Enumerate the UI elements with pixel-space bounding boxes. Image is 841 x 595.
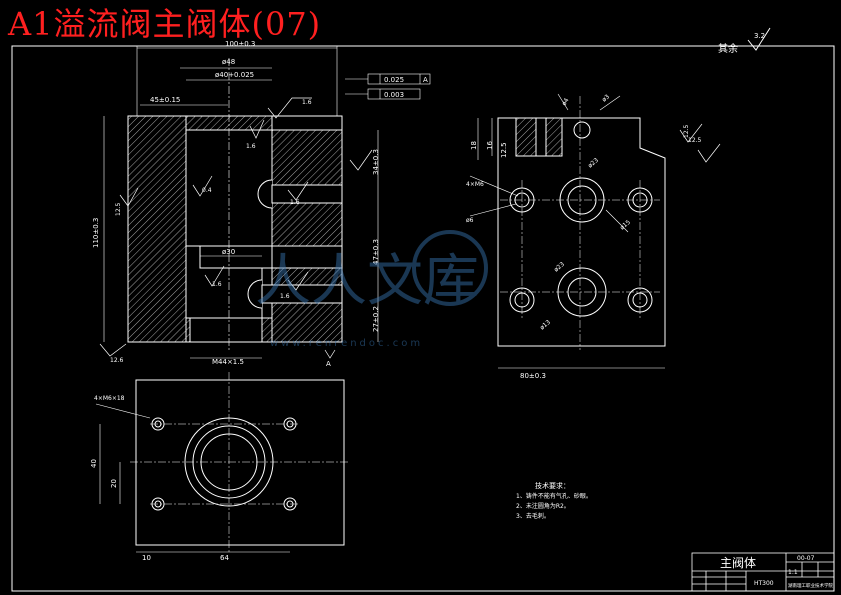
svg-text:34±0.3: 34±0.3 [372, 149, 380, 175]
svg-text:HT300: HT300 [754, 580, 774, 587]
svg-text:www.renrendoc.com: www.renrendoc.com [270, 338, 423, 349]
title-block-text: 主阀体 00-07 HT300 1:1 湖南理工职业技术学院 [720, 555, 833, 589]
svg-text:ø40+0.025: ø40+0.025 [215, 71, 254, 79]
svg-text:ø13: ø13 [539, 319, 552, 332]
svg-text:2、未注圆角为R2。: 2、未注圆角为R2。 [516, 502, 570, 510]
top-view [95, 372, 350, 553]
svg-text:4×M6: 4×M6 [466, 181, 484, 188]
svg-text:其余: 其余 [718, 42, 738, 55]
svg-text:27±0.2: 27±0.2 [372, 306, 380, 332]
svg-text:64: 64 [220, 554, 229, 562]
front-section-view [99, 46, 431, 359]
svg-text:0.025: 0.025 [384, 76, 404, 84]
svg-text:20: 20 [110, 479, 118, 488]
svg-text:A: A [326, 360, 331, 368]
svg-text:ø23: ø23 [553, 261, 566, 274]
svg-text:100±0.3: 100±0.3 [225, 40, 255, 48]
svg-text:0.4: 0.4 [202, 187, 212, 194]
svg-text:1、铸件不能有气孔、砂眼。: 1、铸件不能有气孔、砂眼。 [516, 492, 592, 500]
svg-text:00-07: 00-07 [797, 555, 815, 562]
svg-text:10: 10 [142, 554, 151, 562]
title-block [691, 552, 835, 592]
svg-text:16: 16 [486, 141, 494, 150]
svg-text:12.6: 12.6 [110, 357, 124, 364]
front-view-dim-text: 100±0.3 ø48 ø40+0.025 45±0.15 110±0.3 ø3… [92, 40, 428, 368]
svg-text:1.6: 1.6 [212, 281, 222, 288]
svg-text:110±0.3: 110±0.3 [92, 218, 100, 248]
svg-text:ø15: ø15 [619, 219, 632, 232]
svg-text:ø6: ø6 [466, 217, 474, 224]
svg-text:M44×1.5: M44×1.5 [212, 358, 244, 366]
drawing-frame [11, 45, 835, 592]
svg-text:ø23: ø23 [587, 157, 600, 170]
svg-text:0.003: 0.003 [384, 91, 404, 99]
svg-text:47±0.3: 47±0.3 [372, 239, 380, 265]
svg-text:1.6: 1.6 [246, 143, 256, 150]
top-view-dim-text: 4×M6×18 40 20 10 64 [90, 395, 229, 562]
svg-text:18: 18 [470, 141, 478, 150]
svg-text:3.2: 3.2 [754, 32, 765, 40]
svg-text:ø30: ø30 [222, 248, 235, 256]
svg-text:1:1: 1:1 [788, 569, 798, 576]
svg-text:ø3: ø3 [601, 93, 611, 103]
svg-text:技术要求：: 技术要求： [535, 481, 570, 490]
svg-text:12.5: 12.5 [688, 137, 702, 144]
svg-text:45±0.15: 45±0.15 [150, 96, 180, 104]
svg-text:ø48: ø48 [222, 58, 235, 66]
technical-requirements: 技术要求： 1、铸件不能有气孔、砂眼。 2、未注圆角为R2。 3、去毛刺。 [516, 481, 592, 520]
svg-text:3、去毛刺。: 3、去毛刺。 [516, 512, 550, 520]
svg-text:湖南理工职业技术学院: 湖南理工职业技术学院 [788, 582, 833, 589]
svg-text:12.5: 12.5 [683, 124, 690, 138]
roughness-note: 其余 3.2 [718, 27, 771, 55]
svg-text:主阀体: 主阀体 [720, 556, 756, 570]
svg-text:12.5: 12.5 [500, 142, 508, 158]
svg-text:A: A [423, 76, 428, 84]
svg-text:12.5: 12.5 [115, 202, 122, 216]
watermark: 人人文库 www.renrendoc.com [255, 230, 488, 349]
svg-text:ø4: ø4 [561, 97, 571, 107]
side-view-dim-text: 80±0.3 ø4 18 16 12.5 ø3 ø23 ø15 ø23 ø13 … [466, 93, 702, 380]
svg-text:1.6: 1.6 [280, 293, 290, 300]
svg-text:1.6: 1.6 [302, 99, 312, 106]
svg-text:40: 40 [90, 459, 98, 468]
svg-text:4×M6×18: 4×M6×18 [94, 395, 125, 402]
side-view [469, 93, 721, 369]
svg-text:人人文库: 人人文库 [255, 249, 479, 314]
svg-text:1.6: 1.6 [290, 199, 300, 206]
svg-text:80±0.3: 80±0.3 [520, 372, 546, 380]
drawing-title: A1溢流阀主阀体(07) [8, 5, 322, 43]
